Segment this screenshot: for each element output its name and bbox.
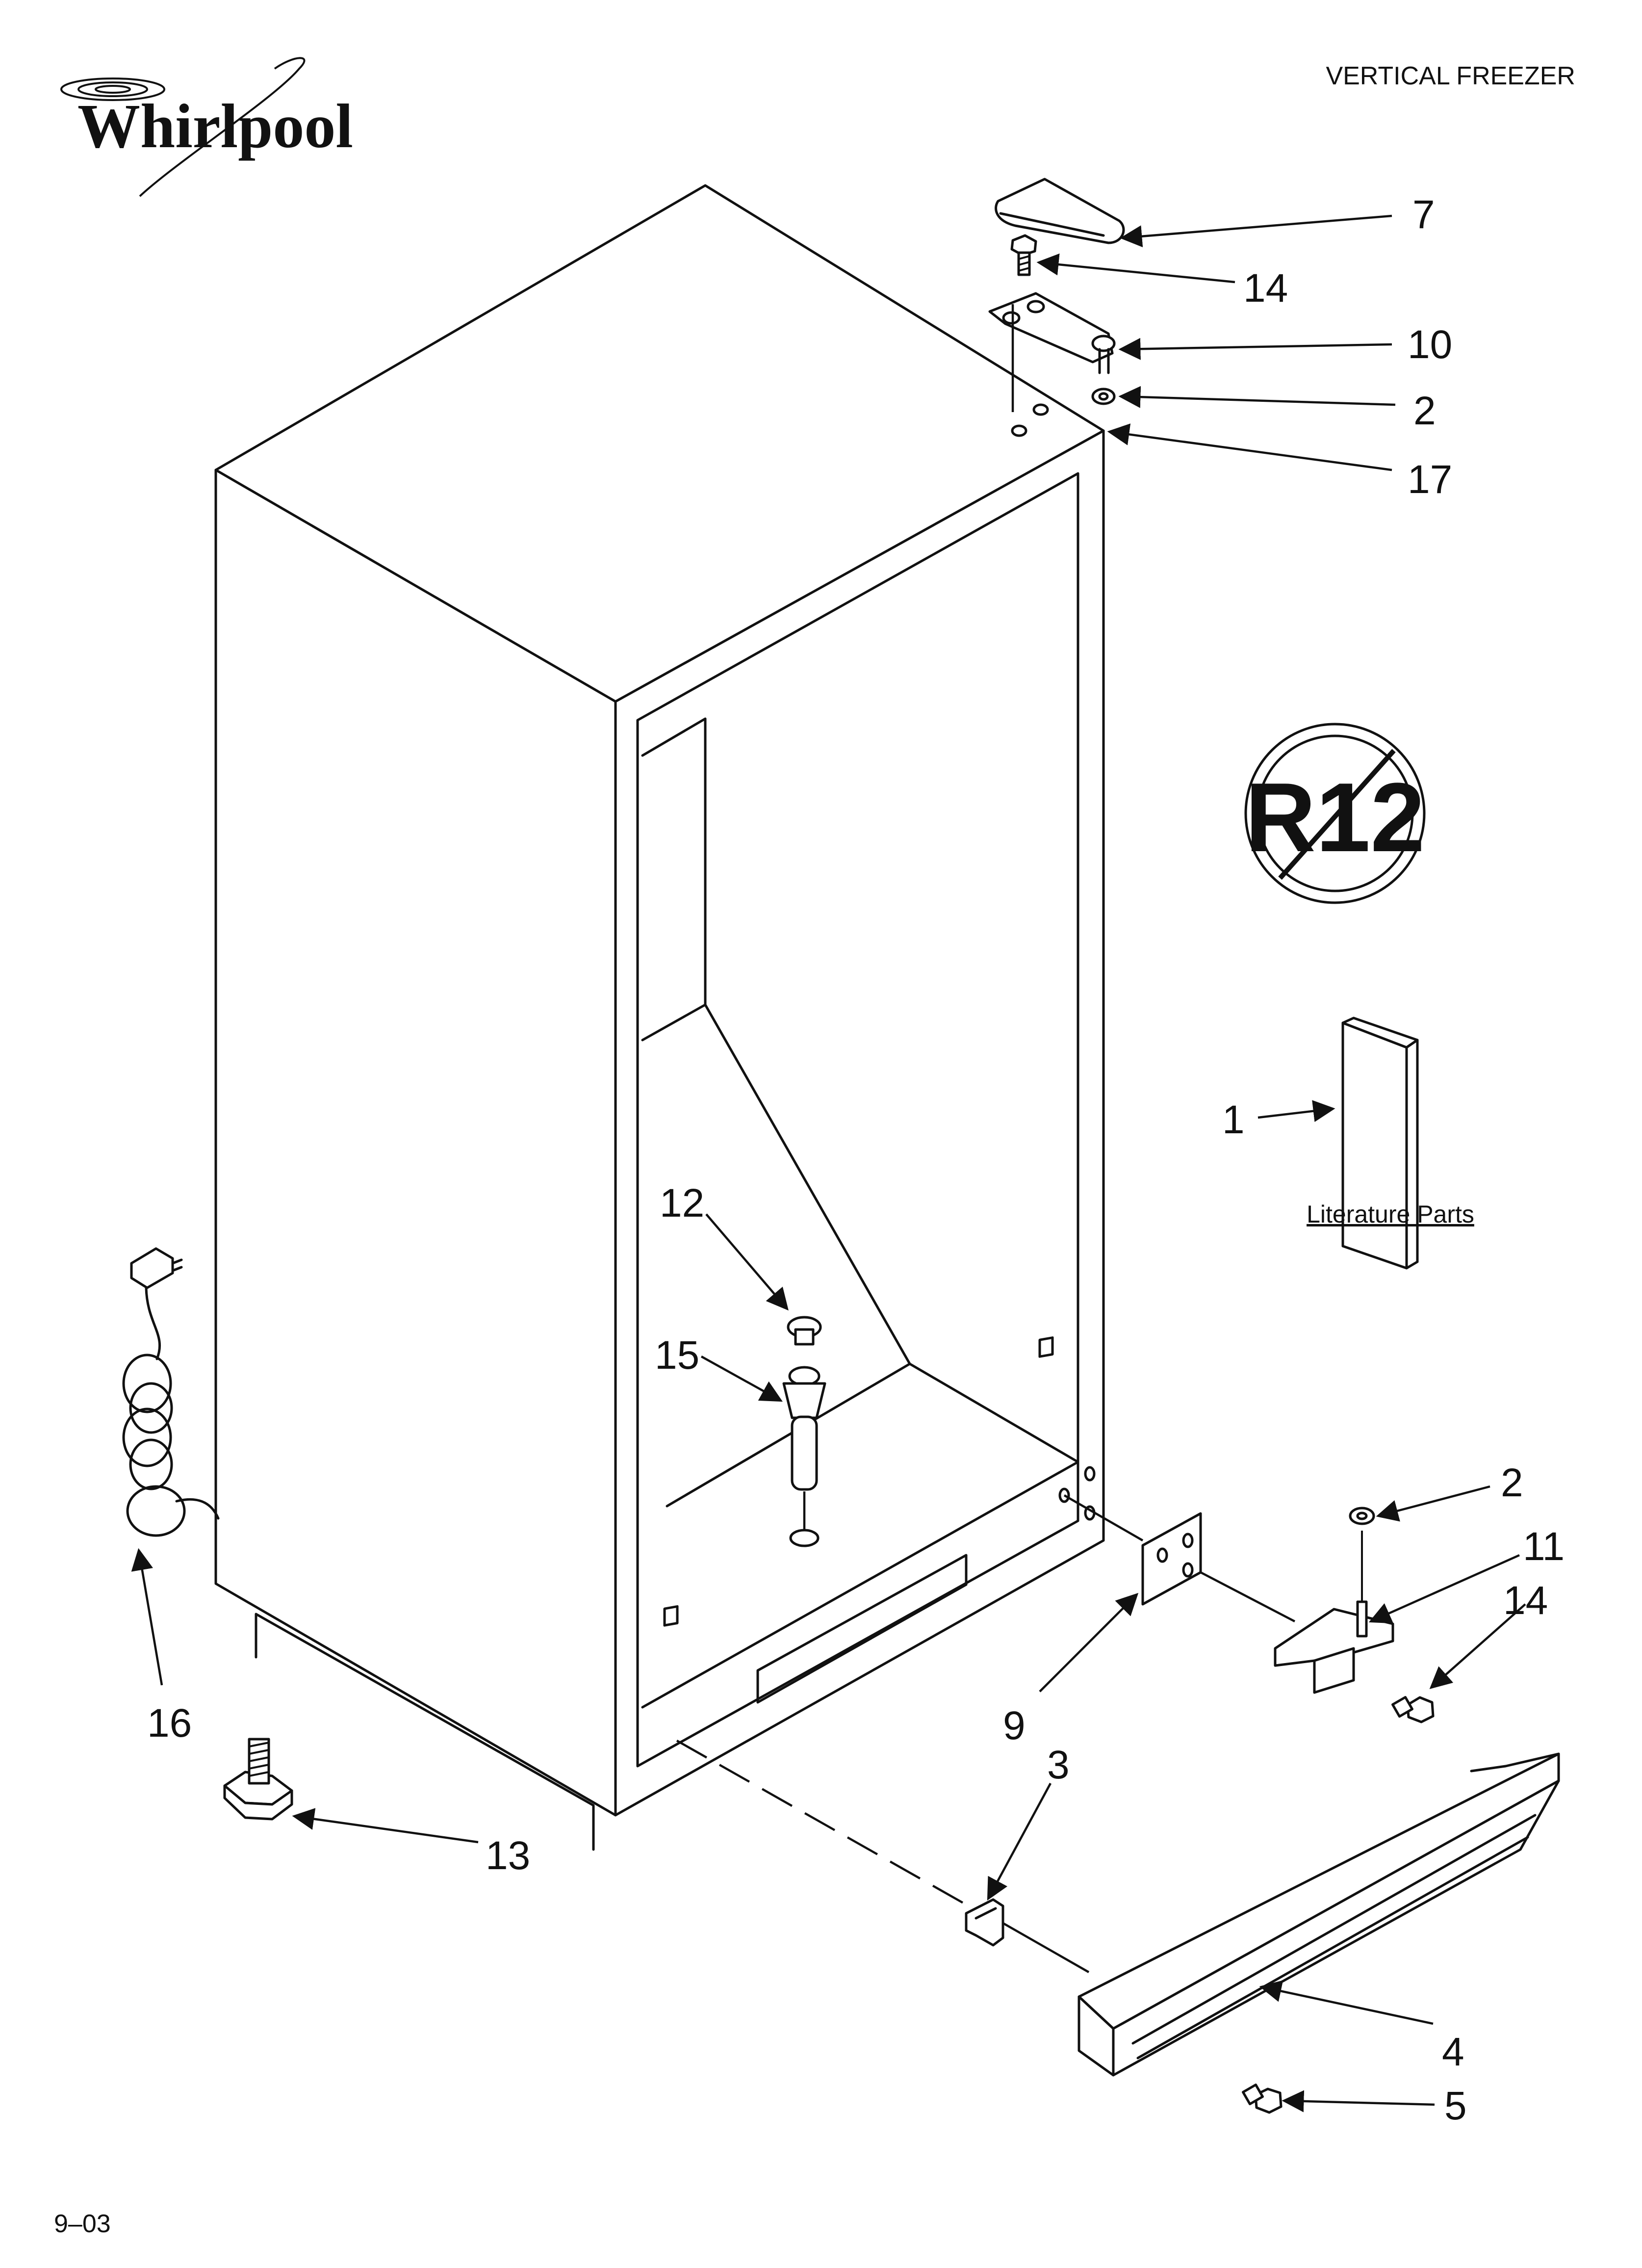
callout-13: 13 <box>486 1833 530 1878</box>
callout-1: 1 <box>1222 1097 1245 1142</box>
hinge-alignment-line <box>1063 1494 1296 1622</box>
callout-numbers: 7 14 10 2 17 1 12 15 2 11 14 9 3 16 13 4… <box>147 192 1565 2128</box>
hinge-screw-bottom <box>1391 1696 1435 1723</box>
hinge-washer-top <box>1091 388 1116 405</box>
grille-alignment-line-2 <box>1002 1922 1090 1973</box>
brand-name: Whirlpool <box>77 91 353 161</box>
freezer-cabinet <box>214 184 1105 1817</box>
hinge-cover <box>995 178 1125 244</box>
leveling-leg <box>223 1738 293 1821</box>
cabinet-base <box>255 1613 595 1851</box>
callout-9: 9 <box>1003 1703 1026 1748</box>
drain-tube <box>782 1366 826 1547</box>
grille-clip <box>965 1898 1004 1947</box>
lower-hinge-bracket <box>1274 1531 1394 1694</box>
callout-11: 11 <box>1523 1524 1565 1569</box>
hinge-washer-bottom <box>1349 1507 1375 1525</box>
power-cord <box>122 1247 220 1537</box>
hinge-spacer-plate <box>1141 1512 1202 1606</box>
leader-lines <box>131 214 1526 2112</box>
literature-parts: Literature Parts <box>1307 1017 1474 1270</box>
whirlpool-logo: Whirlpool <box>60 57 353 197</box>
callout-10: 10 <box>1408 322 1452 367</box>
no-r12-icon: R12 <box>1244 723 1426 904</box>
callout-14-top: 14 <box>1243 266 1288 311</box>
whirlpool-swirl-icon <box>60 57 306 197</box>
toe-grille <box>1078 1752 1560 2077</box>
callout-15: 15 <box>655 1333 699 1378</box>
callout-17: 17 <box>1408 457 1452 502</box>
callout-4: 4 <box>1442 2030 1464 2074</box>
grille-screw <box>1242 2084 1283 2114</box>
grille-alignment-line <box>676 1740 987 1917</box>
callout-14-bottom: 14 <box>1503 1578 1548 1623</box>
literature-caption: Literature Parts <box>1307 1200 1474 1228</box>
callout-5: 5 <box>1444 2084 1467 2128</box>
callout-16: 16 <box>147 1701 192 1746</box>
top-hinge-bracket <box>988 292 1116 374</box>
callout-3: 3 <box>1047 1743 1070 1787</box>
page-title: VERTICAL FREEZER <box>1326 62 1575 90</box>
callout-2-bottom: 2 <box>1501 1460 1523 1505</box>
date-code: 9–03 <box>54 2210 111 2238</box>
drain-plug <box>787 1316 822 1346</box>
hinge-screw-top <box>1010 234 1037 276</box>
callout-12: 12 <box>660 1181 704 1225</box>
callout-7: 7 <box>1412 192 1435 237</box>
callout-2-top: 2 <box>1413 389 1436 433</box>
